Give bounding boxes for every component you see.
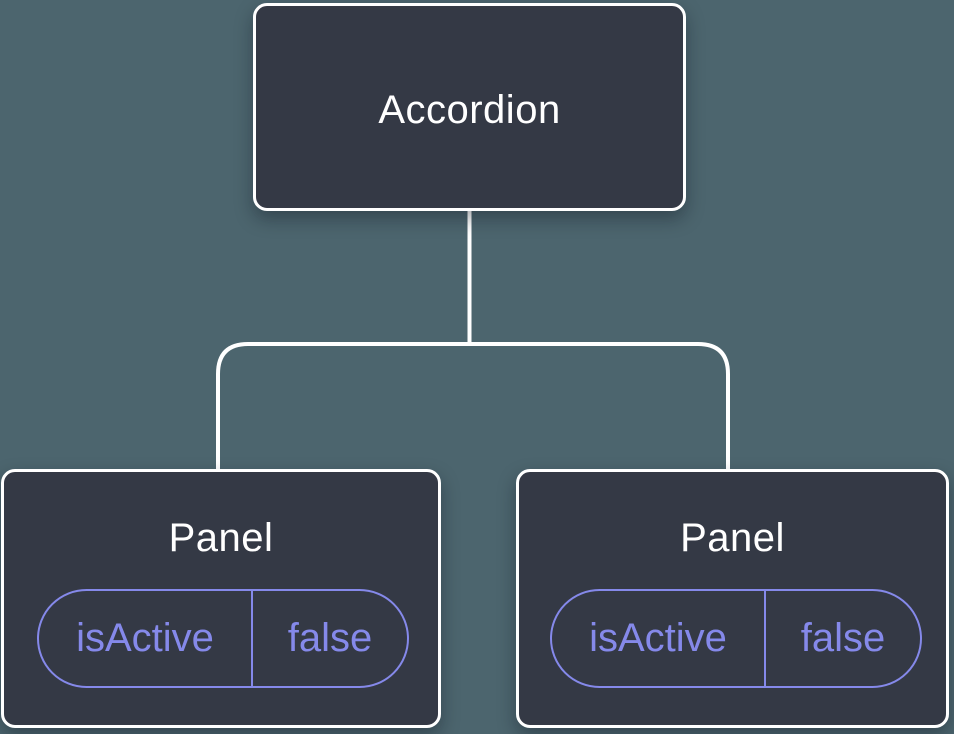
node-accordion: Accordion — [253, 3, 686, 211]
state-value-label: false — [287, 616, 373, 660]
node-panel-left: Panel isActive false — [1, 469, 441, 728]
panel-node-label: Panel — [680, 516, 785, 560]
state-pill: isActive false — [37, 589, 409, 688]
branch-line — [216, 342, 730, 470]
panel-node-label: Panel — [168, 516, 274, 560]
node-panel-right: Panel isActive false — [516, 469, 949, 728]
state-value-label: false — [800, 616, 886, 660]
accordion-node-label: Accordion — [378, 87, 561, 132]
state-key-label: isActive — [39, 591, 253, 686]
state-pill: isActive false — [550, 589, 922, 688]
state-key-label: isActive — [552, 591, 766, 686]
